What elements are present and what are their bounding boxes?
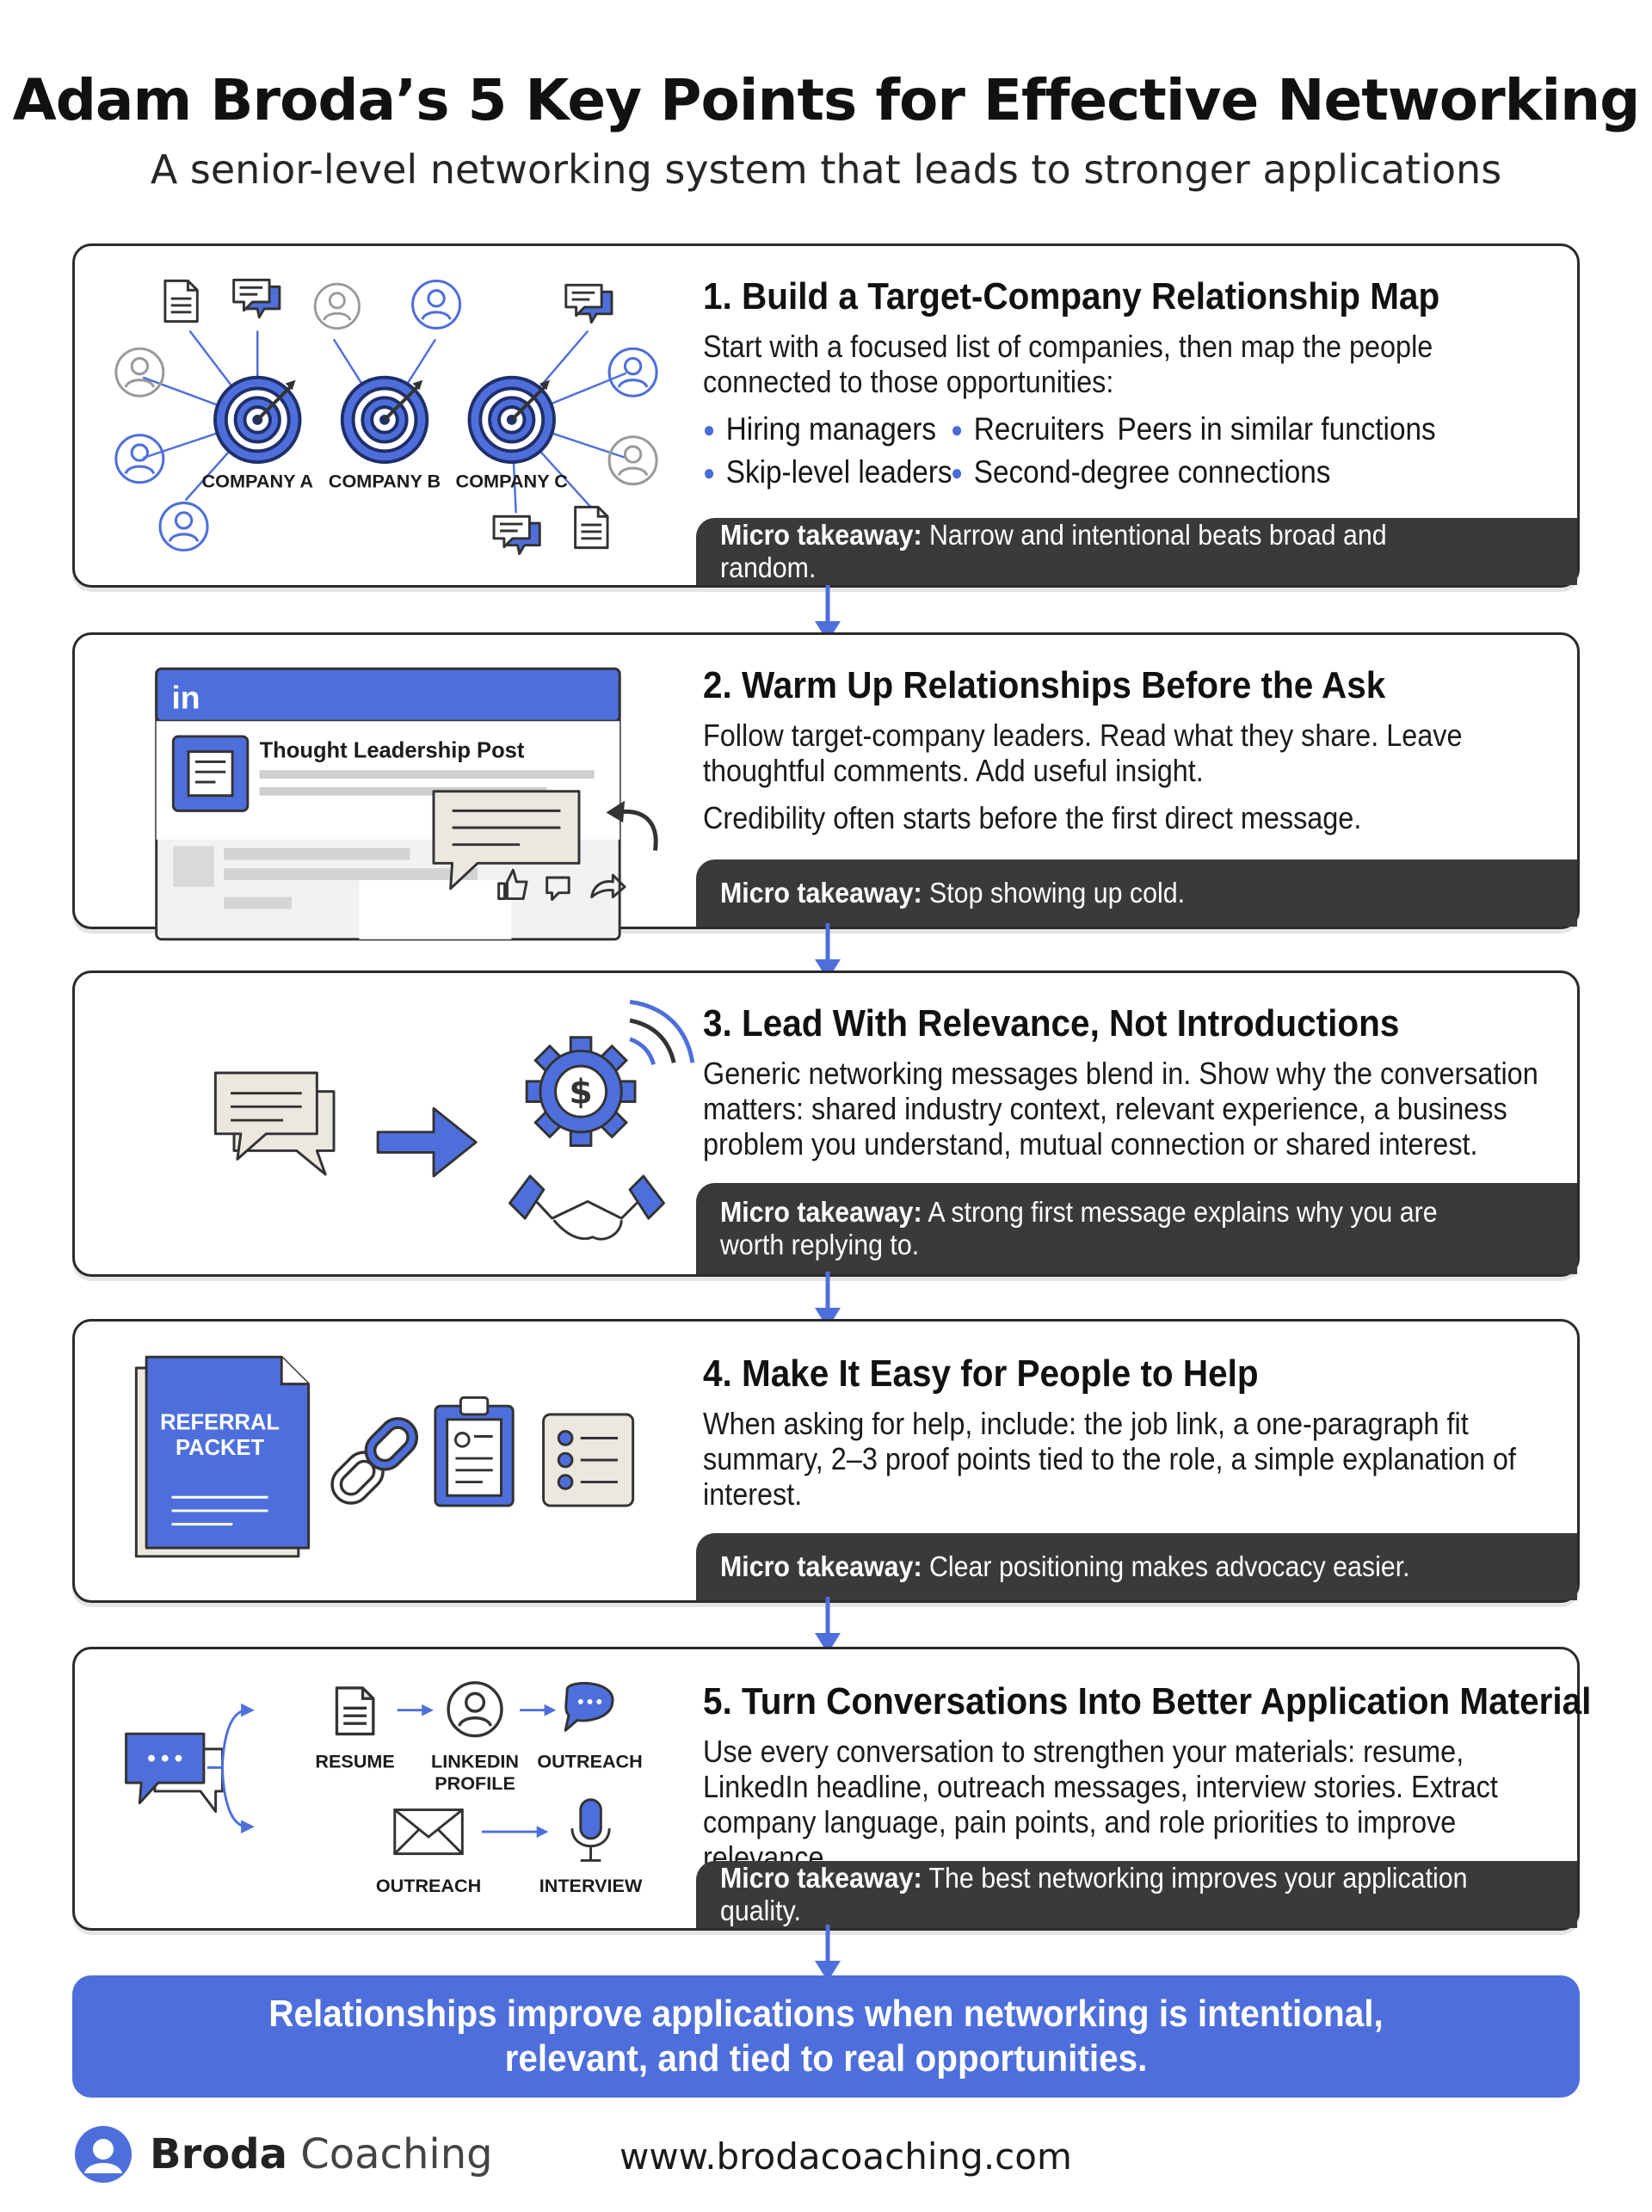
card-3: $ 3. Lead With Relevance, Not Introducti…	[72, 970, 1580, 1277]
card-5-title: 5. Turn Conversations Into Better Applic…	[703, 1680, 1592, 1722]
bullet-skip-level: Skip-level leaders	[725, 454, 952, 490]
card-1-title: 1. Build a Target-Company Relationship M…	[703, 275, 1440, 317]
card-2-body: Follow target-company leaders. Read what…	[703, 718, 1463, 835]
card-1-body: Start with a focused list of companies, …	[703, 329, 1433, 399]
brand-light: Coaching	[300, 2130, 493, 2178]
handshake-icon	[509, 1174, 665, 1241]
svg-text:$: $	[569, 1073, 592, 1112]
outreach-top-label: OUTREACH	[537, 1750, 642, 1771]
bullet-recruiters: Recruiters	[973, 411, 1105, 447]
microphone-icon	[570, 1798, 611, 1862]
card-2: in Thought Leadership Post 2. Warm Up Re…	[72, 632, 1580, 941]
linkedin-label: LINKEDIN	[431, 1750, 519, 1771]
relevance-illustration: $	[213, 999, 695, 1241]
card-4-takeaway: Micro takeaway: Clear positioning makes …	[696, 1533, 1577, 1600]
card-4-title: 4. Make It Easy for People to Help	[703, 1352, 1259, 1395]
post-title: Thought Leadership Post	[260, 738, 525, 762]
card-4: REFERRAL PACKET	[72, 1319, 1580, 1603]
linkedin-logo-text: in	[171, 679, 200, 715]
card-2-title: 2. Warm Up Relationships Before the Ask	[703, 664, 1386, 706]
bullet-peers: Peers in similar functions	[1117, 411, 1436, 447]
clipboard-icon	[434, 1396, 515, 1507]
company-b-label: COMPANY B	[329, 471, 441, 492]
profile-label: PROFILE	[435, 1772, 515, 1794]
card-1: COMPANY A COMPANY B COMPANY C 1. Build a…	[72, 243, 1580, 588]
company-c-label: COMPANY C	[456, 471, 569, 492]
brand-logo: Broda Coaching	[72, 2123, 493, 2185]
website-link[interactable]: www.brodacoaching.com	[620, 2135, 1072, 2178]
referral-label: REFERRAL	[160, 1411, 280, 1435]
summary-banner: Relationships improve applications when …	[72, 1975, 1580, 2098]
signal-waves-icon	[629, 999, 695, 1065]
checklist-icon	[542, 1413, 635, 1507]
relationship-map-illustration: COMPANY A COMPANY B COMPANY C	[114, 278, 658, 556]
packet-label: PACKET	[176, 1436, 264, 1460]
card-1-takeaway: Micro takeaway: Narrow and intentional b…	[696, 518, 1577, 585]
page-title: Adam Broda’s 5 Key Points for Effective …	[12, 67, 1641, 133]
company-a-label: COMPANY A	[201, 471, 313, 492]
interview-label: INTERVIEW	[539, 1875, 643, 1896]
card-3-body: Generic networking messages blend in. Sh…	[703, 1056, 1538, 1161]
outreach-bottom-label: OUTREACH	[376, 1875, 481, 1896]
application-material-flow-illustration: RESUME LINKEDIN PROFILE OUTREACH OUTREAC…	[125, 1681, 643, 1896]
card-2-takeaway: Micro takeaway: Stop showing up cold.	[696, 860, 1577, 927]
card-1-bullets: ●Hiring managers ●Recruiters Peers in si…	[703, 408, 1436, 494]
envelope-icon	[393, 1808, 464, 1856]
gear-dollar-icon: $	[525, 1036, 637, 1148]
bullet-hiring-managers: Hiring managers	[725, 411, 937, 447]
bullet-second-degree: Second-degree connections	[973, 454, 1331, 490]
resume-label: RESUME	[315, 1750, 394, 1771]
page-subtitle: A senior-level networking system that le…	[150, 146, 1502, 193]
card-4-body: When asking for help, include: the job l…	[703, 1406, 1516, 1512]
card-5-body: Use every conversation to strengthen you…	[703, 1734, 1498, 1875]
card-3-title: 3. Lead With Relevance, Not Introduction…	[703, 1002, 1400, 1044]
brand-bold: Broda	[150, 2130, 287, 2178]
card-3-takeaway: Micro takeaway: A strong first message e…	[696, 1183, 1577, 1274]
card-5-takeaway: Micro takeaway: The best networking impr…	[696, 1861, 1577, 1928]
card-5: RESUME LINKEDIN PROFILE OUTREACH OUTREAC…	[72, 1647, 1591, 1931]
referral-packet-illustration: REFERRAL PACKET	[134, 1355, 635, 1558]
broda-logo-icon	[75, 2126, 132, 2183]
linkedin-post-illustration: in Thought Leadership Post	[155, 667, 658, 941]
link-icon	[330, 1417, 419, 1505]
